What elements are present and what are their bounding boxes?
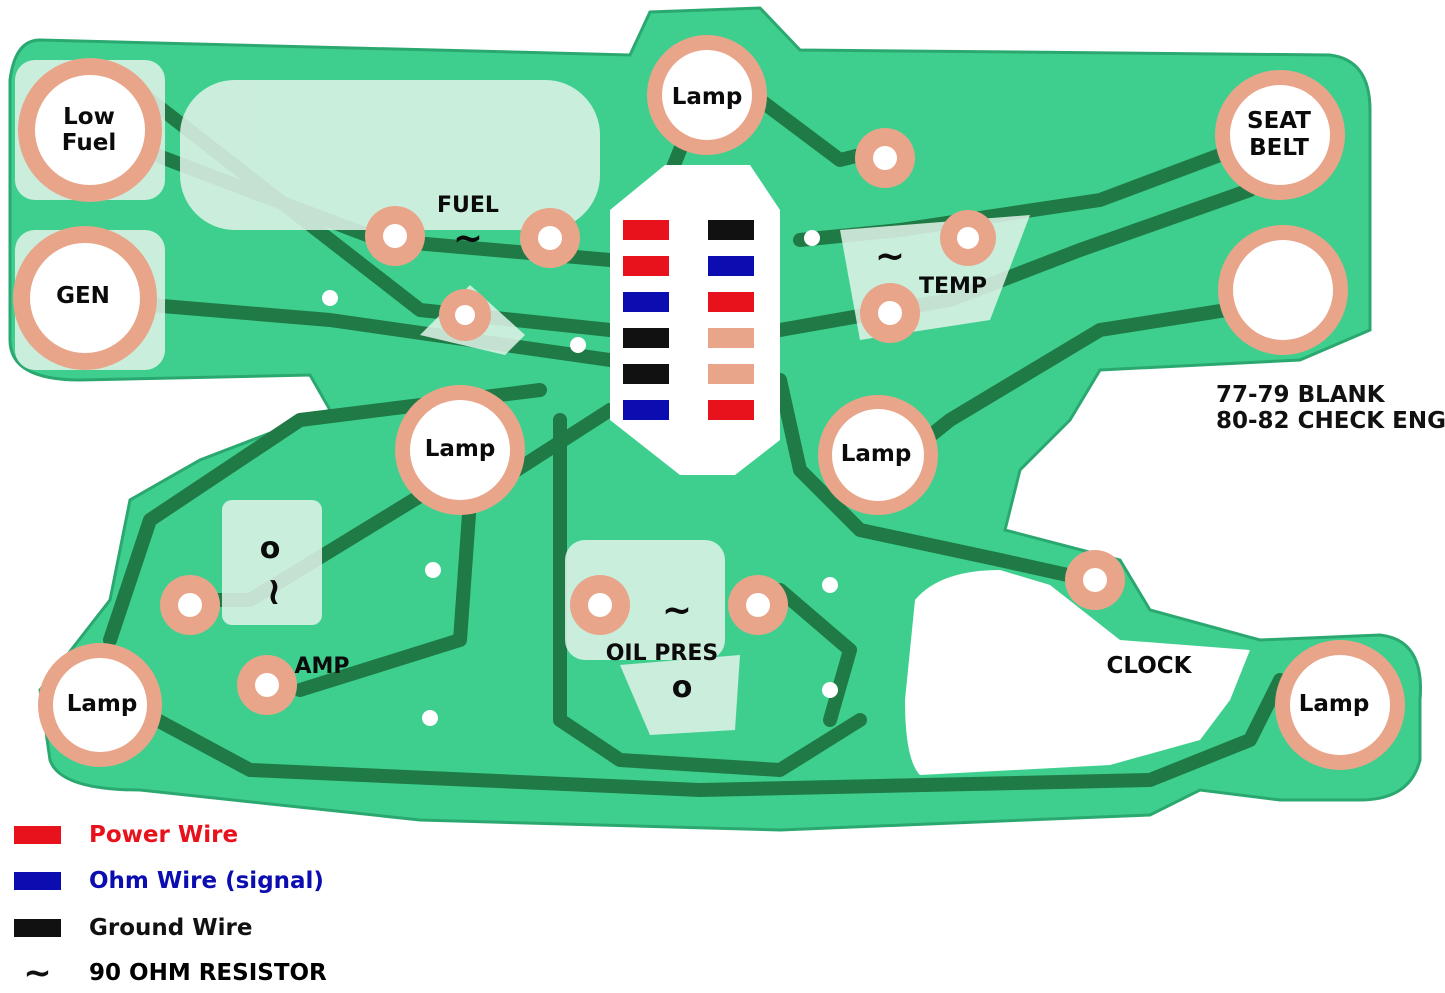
connector-left-pins xyxy=(623,220,669,420)
label-lamp-center-right: Lamp xyxy=(841,441,912,467)
ground-wire-label: Ground Wire xyxy=(89,915,253,941)
label-seat-belt-1: SEAT xyxy=(1247,108,1311,134)
conn-right-pin-2 xyxy=(708,256,754,276)
ohm-wire-label: Ohm Wire (signal) xyxy=(89,868,324,894)
fuel-resistor-symbol: ~ xyxy=(453,218,483,259)
pad-low-fuel xyxy=(18,58,162,202)
power-wire-swatch xyxy=(14,826,61,844)
temp-resistor-symbol: ~ xyxy=(875,236,905,277)
legend-resistor: ~ 90 OHM RESISTOR xyxy=(14,953,327,993)
pad-lamp-left xyxy=(395,385,525,515)
pad-lamp-bottom-left xyxy=(38,643,162,767)
conn-right-pin-4 xyxy=(708,328,754,348)
conn-left-pin-1 xyxy=(623,220,669,240)
label-temp: TEMP xyxy=(919,274,987,299)
label-amp: AMP xyxy=(294,654,349,679)
label-low-fuel-1: Low xyxy=(63,104,115,130)
conn-right-pin-5 xyxy=(708,364,754,384)
pad-lamp-top xyxy=(647,35,767,155)
label-lamp-top: Lamp xyxy=(672,84,743,110)
label-seat-belt-2: BELT xyxy=(1249,135,1309,161)
conn-right-pin-3 xyxy=(708,292,754,312)
legend-power-wire: Power Wire xyxy=(14,822,238,848)
label-oil-pres: OIL PRES xyxy=(606,641,719,666)
check-engine-note: 77-79 BLANK 80-82 CHECK ENG xyxy=(1216,382,1445,434)
pad-lamp-center-right xyxy=(818,395,938,515)
note-line-1: 77-79 BLANK xyxy=(1216,382,1385,408)
power-wire-label: Power Wire xyxy=(89,822,239,848)
amp-circle-symbol: o xyxy=(260,531,281,566)
oil-resistor-symbol: ~ xyxy=(662,590,692,631)
conn-left-pin-6 xyxy=(623,400,669,420)
label-lamp-bottom-left: Lamp xyxy=(67,691,138,717)
pad-check-eng xyxy=(1218,225,1348,355)
conn-left-pin-4 xyxy=(623,328,669,348)
conn-left-pin-2 xyxy=(623,256,669,276)
label-fuel: FUEL xyxy=(437,193,499,218)
label-clock: CLOCK xyxy=(1107,653,1193,679)
ground-wire-swatch xyxy=(14,919,61,937)
terminal-pads xyxy=(160,128,1125,715)
resistor-symbol: ~ xyxy=(23,953,52,993)
ohm-wire-swatch xyxy=(14,872,61,890)
note-line-2: 80-82 CHECK ENG xyxy=(1216,408,1445,434)
pad-lamp-bottom-right xyxy=(1275,640,1405,770)
conn-right-pin-1 xyxy=(708,220,754,240)
conn-left-pin-5 xyxy=(623,364,669,384)
amp-resistor-symbol: ~ xyxy=(253,576,297,608)
pad-gen xyxy=(13,226,157,370)
label-lamp-left: Lamp xyxy=(425,436,496,462)
resistor-label: 90 OHM RESISTOR xyxy=(89,960,327,986)
label-lamp-bottom-right: Lamp xyxy=(1299,691,1370,717)
oil-circle-symbol: o xyxy=(672,670,693,705)
pad-seat-belt xyxy=(1215,70,1345,200)
legend-ohm-wire: Ohm Wire (signal) xyxy=(14,868,324,894)
conn-right-pin-6 xyxy=(708,400,754,420)
clock-cutout xyxy=(905,570,1250,775)
label-gen: GEN xyxy=(56,283,110,309)
connector-area xyxy=(610,165,780,475)
conn-left-pin-3 xyxy=(623,292,669,312)
connector-right-pins xyxy=(708,220,754,420)
vias xyxy=(322,230,838,726)
label-low-fuel-2: Fuel xyxy=(62,130,116,156)
legend-ground-wire: Ground Wire xyxy=(14,915,252,941)
lamp-pads xyxy=(13,35,1405,770)
